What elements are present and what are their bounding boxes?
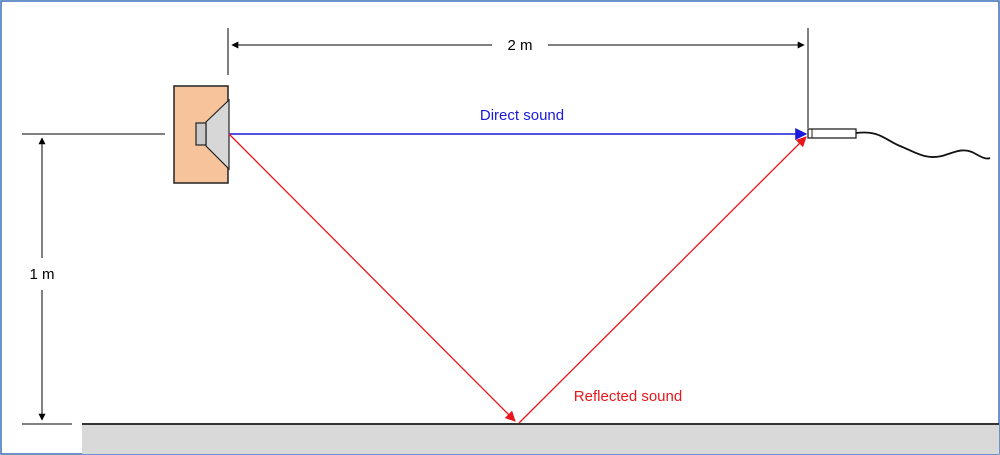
vertical-dimension: 1 m (22, 133, 165, 425)
floor-surface (82, 424, 999, 454)
speaker-driver (195, 122, 207, 146)
loudspeaker-icon (173, 85, 230, 184)
horizontal-dimension: 2 m (227, 28, 809, 128)
distance-label: 2 m (507, 37, 532, 54)
reflected-ray-outgoing (518, 136, 807, 424)
microphone-cable (855, 131, 991, 160)
microphone-body (807, 128, 857, 139)
microphone-icon (807, 128, 991, 160)
reflected-sound-label: Reflected sound (574, 388, 682, 405)
direct-sound-label: Direct sound (480, 107, 564, 124)
reflected-ray-incident (228, 133, 516, 422)
height-label: 1 m (29, 266, 54, 283)
